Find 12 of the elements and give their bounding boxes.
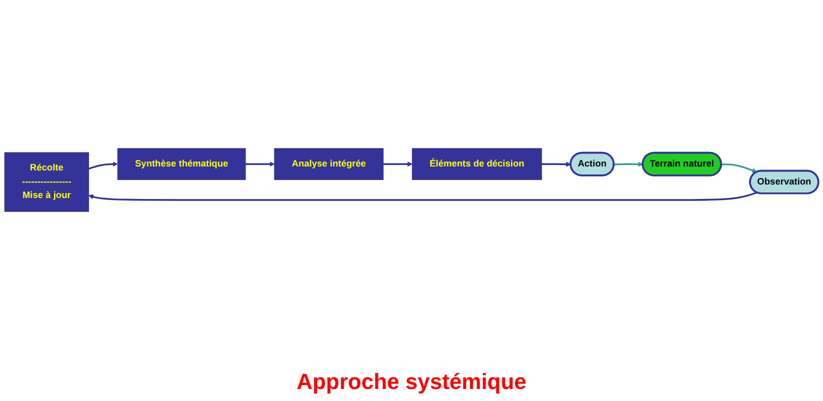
arrow (88, 192, 758, 201)
node-box: Synthèse thématique (117, 148, 246, 180)
arrow (542, 162, 572, 167)
node-box: Éléments de décision (412, 148, 542, 180)
node-box: Analyse intégrée (274, 148, 384, 180)
arrow (383, 162, 412, 167)
arrow (614, 162, 644, 167)
arrow (721, 163, 758, 173)
arrow (246, 162, 275, 167)
node-box: Récolte ---------------- Mise à jour (4, 152, 89, 212)
arrow (88, 162, 118, 170)
heading-text: Approche systémique (296, 369, 526, 394)
